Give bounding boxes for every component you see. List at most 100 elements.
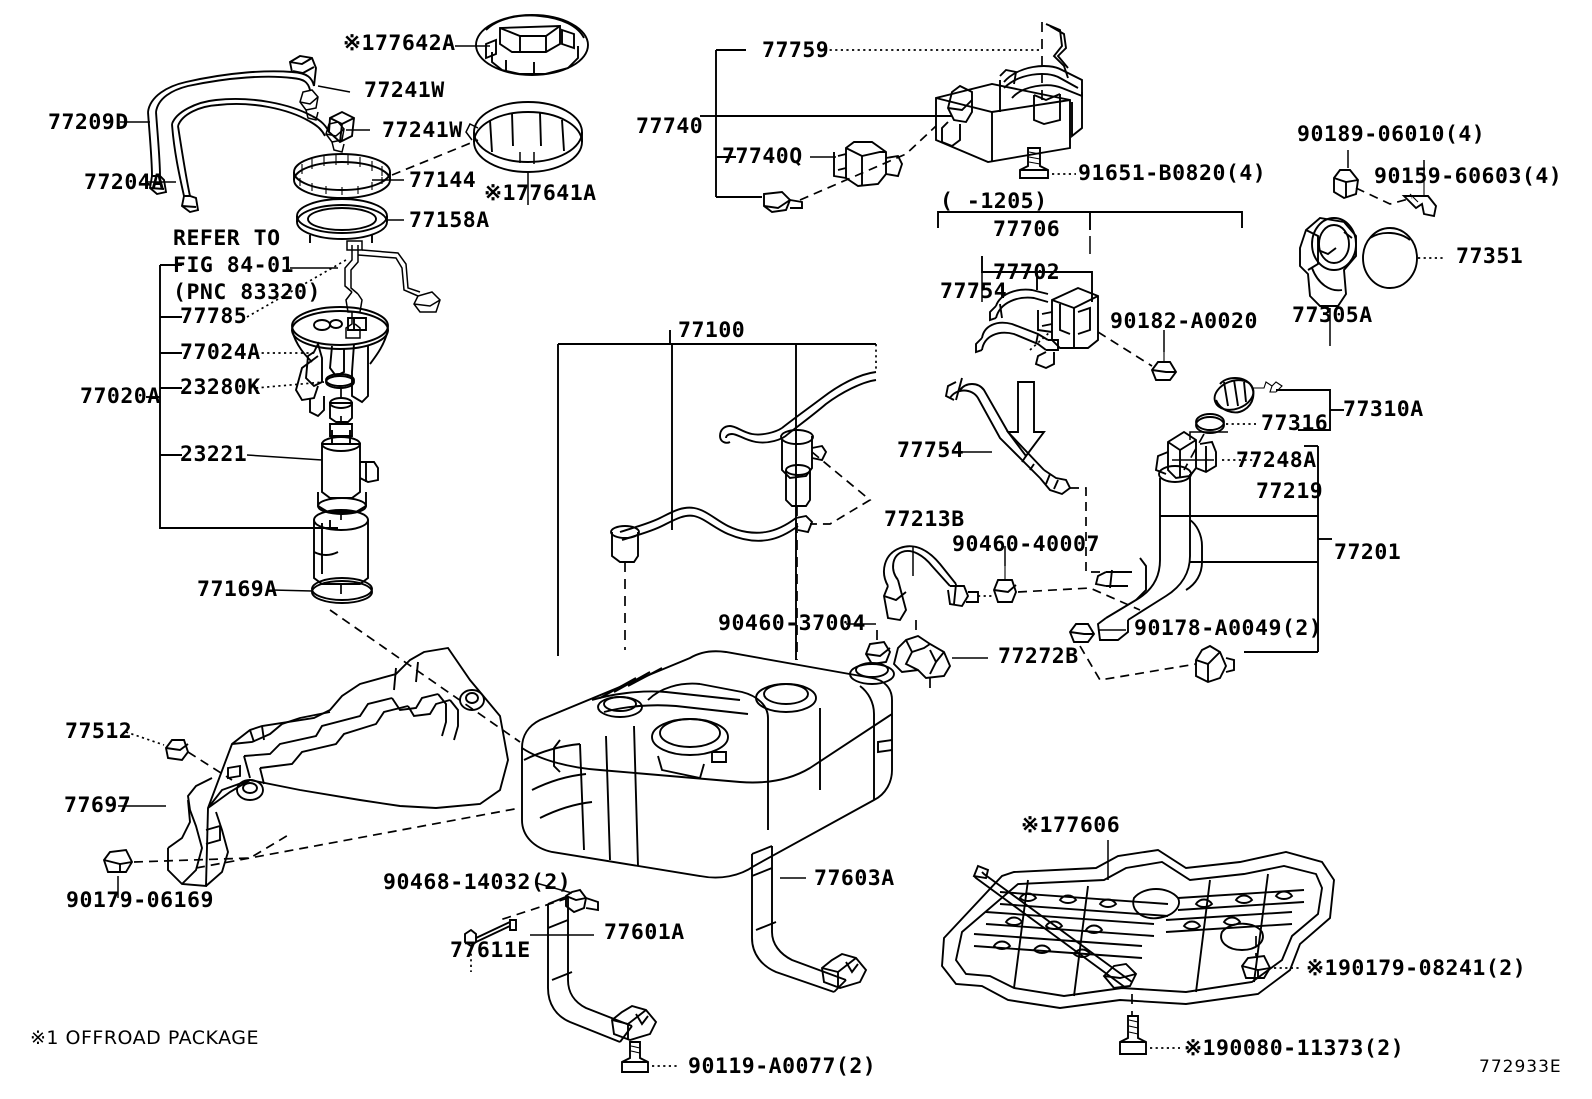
part-77740Q-valve [834,142,902,186]
part-77606-skidplate [942,850,1334,1008]
label-77642A: ※177642A [343,31,456,56]
label-77754-upper: 77754 [940,279,1008,304]
part-77310A-cap [1210,375,1282,415]
note-refer-to: REFER TO [173,226,281,251]
part-77601A-strap [548,896,656,1042]
label-90460-40007: 90460-40007 [952,532,1100,557]
label-23280K: 23280K [180,375,261,400]
part-tank-breather-tubes [611,372,876,562]
bracket-77020A [146,265,338,528]
part-77158A-gasket [297,199,387,243]
label-77740Q: 77740Q [722,144,803,169]
part-77611E-bolt [465,920,516,946]
label-77601A: 77601A [604,920,685,945]
part-90179-08241-nut [1242,956,1270,978]
part-canister-bolt [764,192,802,212]
label-77603A: 77603A [814,866,895,891]
label-90189-06010: 90189-06010(4) [1297,122,1486,147]
part-90460-40007-clamp [994,566,1016,602]
part-90178-clip [1196,646,1234,682]
label-77169A: 77169A [197,577,278,602]
label-77785: 77785 [180,304,248,329]
note-fig-84-01: FIG 84-01 [173,253,294,278]
part-90178-nut [1070,624,1094,642]
part-77169A-oring [312,578,372,603]
part-77305A-housing [1300,218,1356,306]
label-77754-lower: 77754 [897,438,965,463]
label-77697: 77697 [64,793,132,818]
label-90080-11373: ※190080-11373(2) [1184,1036,1405,1061]
label-90468-14032: 90468-14032(2) [383,870,572,895]
label-77248A: 77248A [1236,448,1317,473]
part-90189-clip [1334,170,1358,198]
label-77316: 77316 [1261,411,1329,436]
label-77144: 77144 [409,168,477,193]
arrow-down-indicator [1008,382,1044,456]
label-77209D: 77209D [48,110,129,135]
label-77740: 77740 [636,114,704,139]
part-77754-hose-short [976,323,1058,368]
bracket-77201 [1190,446,1332,652]
part-77144-lockring [294,154,390,198]
part-77603A-strap [752,846,866,992]
note-pnc-83320: (PNC 83320) [173,280,321,305]
label-77641A: ※177641A [484,181,597,206]
label-77702: 77702 [993,260,1061,285]
part-90119-bolt [622,1042,648,1072]
label-77213B: 77213B [884,507,965,532]
part-90460-37004-clamp [866,642,890,664]
part-77213B-hose [884,546,978,620]
label-90178-A0049: 90178-A0049(2) [1134,616,1323,641]
part-77316-oring [1196,414,1224,433]
label-77611E: 77611E [450,938,531,963]
label-77020A: 77020A [80,384,161,409]
part-91651-bolt [1020,148,1048,178]
part-23221-fuelpump [318,424,378,514]
bracket-77706 [938,212,1242,230]
note-date-1205: ( -1205) [940,189,1048,214]
part-90080-11373-bolt [1120,1016,1146,1054]
part-77642A-cover [476,15,588,75]
label-77706: 77706 [993,217,1061,242]
label-91651-B0820: 91651-B0820(4) [1078,161,1267,186]
label-77241W-lower: 77241W [382,118,463,143]
label-77759: 77759 [762,38,830,63]
part-77641A-band [466,102,582,172]
label-90159-60603: 90159-60603(4) [1374,164,1563,189]
label-90182-A0020: 90182-A0020 [1110,309,1258,334]
part-23280K-oring [326,374,354,388]
label-90460-37004: 90460-37004 [718,611,866,636]
footnote-offroad-package: ※1 OFFROAD PACKAGE [30,1027,260,1049]
part-77024A-pumpbody [292,307,388,416]
part-77272B-clamp [894,636,950,678]
part-filter-cup [314,510,368,584]
label-77204A: 77204A [84,170,165,195]
label-77272B: 77272B [998,644,1079,669]
drawing-number: 772933E [1479,1057,1562,1077]
part-77785-sender [345,241,440,338]
part-77697-protector [168,648,508,886]
part-77702-hose [990,290,1048,320]
label-23221: 23221 [180,442,248,467]
label-77241W-upper: 77241W [364,78,445,103]
part-77351-lid [1363,228,1417,288]
part-90182-nut [1152,352,1176,380]
part-90159-screw [1404,178,1436,216]
part-77702-valve [1038,288,1098,348]
label-77310A: 77310A [1343,397,1424,422]
bracket-77100 [558,330,876,660]
label-90179-08241: ※190179-08241(2) [1306,956,1527,981]
label-77024A: 77024A [180,340,261,365]
label-77100: 77100 [678,318,746,343]
part-77100-fueltank-body [522,651,894,877]
part-77209D-77204A-tubes [148,56,354,212]
label-90179-06169: 90179-06169 [66,888,214,913]
part-90179-06169-nut [104,850,132,872]
label-77606: ※177606 [1021,813,1121,838]
bracket-77740 [700,50,952,197]
label-77201: 77201 [1334,540,1402,565]
part-77754-hose-long [946,378,1070,494]
label-77158A: 77158A [409,208,490,233]
